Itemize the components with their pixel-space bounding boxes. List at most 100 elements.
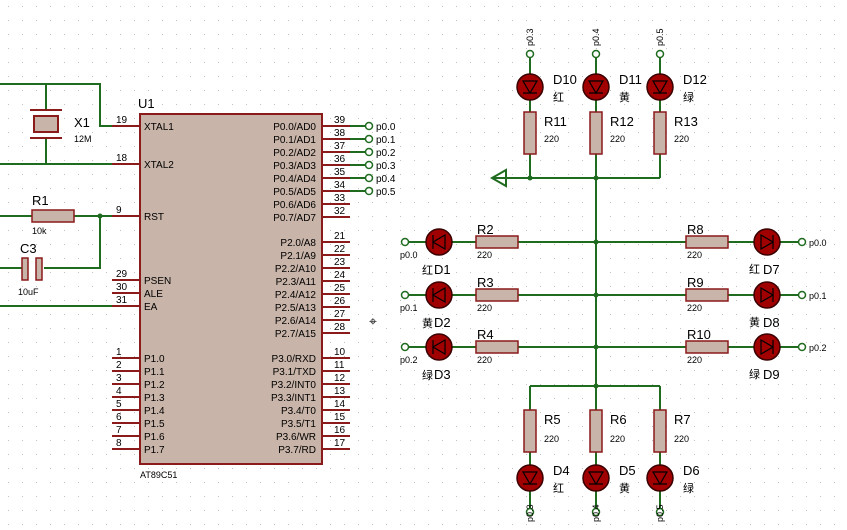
port-terminal[interactable]	[364, 121, 374, 131]
chip-pin-number: 24	[334, 270, 346, 281]
grid-dot	[624, 244, 625, 245]
crystal-x1[interactable]	[33, 115, 59, 133]
grid-dot	[134, 202, 135, 203]
led-body[interactable]	[646, 73, 674, 101]
grid-dot	[694, 412, 695, 413]
grid-dot	[610, 468, 611, 469]
grid-dot	[736, 482, 737, 483]
grid-dot	[652, 426, 653, 427]
port-terminal[interactable]	[364, 147, 374, 157]
grid-dot	[554, 90, 555, 91]
grid-dot	[834, 76, 835, 77]
grid-dot	[554, 216, 555, 217]
led-body[interactable]	[753, 281, 781, 309]
grid-dot	[736, 468, 737, 469]
resistor-body[interactable]	[523, 111, 537, 155]
grid-dot	[92, 6, 93, 7]
resistor-body[interactable]	[475, 235, 519, 249]
grid-dot	[470, 258, 471, 259]
grid-dot	[736, 132, 737, 133]
grid-dot	[386, 132, 387, 133]
net-terminal[interactable]	[655, 49, 665, 59]
port-terminal[interactable]	[364, 134, 374, 144]
grid-dot	[372, 216, 373, 217]
port-terminal[interactable]	[364, 173, 374, 183]
grid-dot	[792, 272, 793, 273]
grid-dot	[64, 48, 65, 49]
net-terminal[interactable]	[591, 507, 601, 517]
grid-dot	[624, 258, 625, 259]
resistor-body[interactable]	[685, 288, 729, 302]
led-body[interactable]	[646, 464, 674, 492]
led-bus	[489, 168, 660, 396]
grid-dot	[568, 524, 569, 525]
grid-dot	[722, 286, 723, 287]
grid-dot	[218, 468, 219, 469]
net-terminal[interactable]	[797, 290, 807, 300]
led-body[interactable]	[425, 333, 453, 361]
grid-dot	[750, 244, 751, 245]
resistor-body[interactable]	[523, 409, 537, 453]
net-terminal[interactable]	[400, 290, 410, 300]
resistor-r1[interactable]	[31, 209, 75, 223]
net-terminal[interactable]	[591, 49, 601, 59]
mcu-at89c51[interactable]: U1 AT89C51	[138, 96, 323, 480]
chip-pin-name: P0.7/AD7	[273, 213, 316, 224]
resistor-body[interactable]	[653, 409, 667, 453]
grid-dot	[8, 146, 9, 147]
grid-dot	[554, 328, 555, 329]
grid-dot	[820, 482, 821, 483]
grid-dot	[834, 132, 835, 133]
resistor-body[interactable]	[685, 340, 729, 354]
grid-dot	[232, 48, 233, 49]
resistor-body[interactable]	[653, 111, 667, 155]
net-terminal[interactable]	[525, 49, 535, 59]
port-terminal[interactable]	[364, 160, 374, 170]
led-body[interactable]	[425, 228, 453, 256]
led-body[interactable]	[516, 464, 544, 492]
grid-dot	[792, 202, 793, 203]
net-terminal[interactable]	[400, 237, 410, 247]
led-body[interactable]	[582, 464, 610, 492]
grid-dot	[92, 244, 93, 245]
grid-dot	[50, 202, 51, 203]
chip-pin-name: P0.4/AD4	[273, 174, 316, 185]
resistor-body[interactable]	[685, 235, 729, 249]
led-body[interactable]	[425, 281, 453, 309]
grid-dot	[400, 146, 401, 147]
grid-dot	[386, 104, 387, 105]
net-terminal[interactable]	[797, 342, 807, 352]
grid-dot	[498, 104, 499, 105]
port-terminal[interactable]	[364, 186, 374, 196]
grid-dot	[456, 90, 457, 91]
led-body[interactable]	[753, 333, 781, 361]
led-body[interactable]	[753, 228, 781, 256]
grid-dot	[582, 188, 583, 189]
grid-dot	[638, 300, 639, 301]
net-terminal[interactable]	[797, 237, 807, 247]
resistor-body[interactable]	[475, 288, 519, 302]
grid-dot	[78, 342, 79, 343]
resistor-body[interactable]	[475, 340, 519, 354]
grid-dot	[624, 370, 625, 371]
grid-dot	[106, 496, 107, 497]
grid-dot	[484, 104, 485, 105]
resistor-body[interactable]	[589, 111, 603, 155]
capacitor-c3[interactable]	[21, 257, 43, 281]
grid-dot	[414, 524, 415, 525]
grid-dot	[78, 496, 79, 497]
led-body[interactable]	[582, 73, 610, 101]
grid-dot	[386, 412, 387, 413]
led-body[interactable]	[516, 73, 544, 101]
grid-dot	[512, 76, 513, 77]
net-terminal[interactable]	[400, 342, 410, 352]
resistor-body[interactable]	[589, 409, 603, 453]
grid-dot	[540, 384, 541, 385]
grid-dot	[470, 440, 471, 441]
grid-dot	[176, 510, 177, 511]
grid-dot	[680, 104, 681, 105]
net-terminal[interactable]	[655, 507, 665, 517]
net-terminal[interactable]	[525, 507, 535, 517]
grid-dot	[750, 356, 751, 357]
